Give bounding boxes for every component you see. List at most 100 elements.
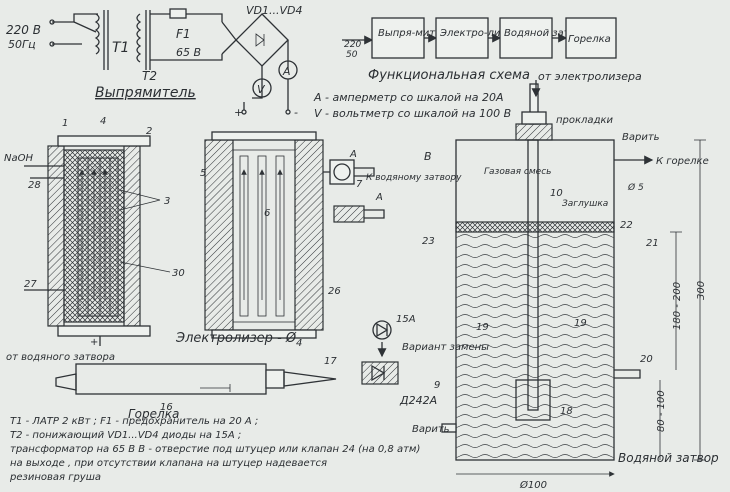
el-label-6: 6 — [264, 208, 270, 219]
rectifier-plus: + — [234, 106, 243, 119]
ws-label-23: 23 — [422, 236, 435, 247]
dim-180-200: 180 - 200 — [672, 282, 683, 330]
burner-nozzle — [283, 371, 337, 387]
functional-scheme: 220 50 Выпря-митель Электро-лизер Водяно… — [342, 17, 642, 83]
burner-title: Горелка — [128, 407, 179, 421]
legend-line-4: на выходе , при отсутствии клапана на шт… — [10, 458, 327, 469]
block-electrolyzer — [435, 17, 489, 59]
el-label-30: 30 — [172, 268, 185, 279]
burner-body — [75, 363, 267, 395]
naoh-label: NaOH — [4, 153, 33, 164]
t2-winding — [136, 13, 142, 63]
ammeter-note: А - амперметр со шкалой на 20А — [313, 91, 504, 104]
electrolyzer-plus: + — [90, 337, 98, 348]
electrolyzer-front-flange-right — [294, 139, 324, 331]
burner-from-seal: от водяного затвора — [6, 352, 115, 363]
weld-top-label: Варить — [622, 132, 660, 143]
replacement-diode: Д242А — [399, 394, 437, 407]
el-label-27: 27 — [24, 279, 37, 290]
label-b: В — [424, 150, 432, 163]
replacement-current: 15А — [396, 314, 416, 325]
ws-label-10: 10 — [550, 188, 563, 199]
el-label-26: 26 — [328, 286, 341, 297]
rectifier-input-freq: 50Гц — [8, 38, 36, 51]
block-water-seal — [499, 17, 553, 59]
gaskets-label: прокладки — [556, 115, 614, 126]
block-electrolyzer-label: Электро-лизер — [439, 28, 518, 39]
burner-label-16: 16 — [160, 402, 173, 413]
burner-drawing: от водяного затвора 16 17 Горелка — [6, 352, 337, 421]
ws-label-22: 22 — [620, 220, 633, 231]
view-a-label: А — [375, 192, 383, 203]
el-label-1: 1 — [62, 118, 68, 129]
to-burner-label: К горелке — [656, 156, 709, 167]
t1-label: T1 — [112, 40, 129, 56]
legend-line-5: резиновая груша — [9, 472, 101, 483]
voltmeter-note: V - вольтметр со шкалой на 100 В — [314, 107, 511, 120]
legend-line-2: T2 - понижающий VD1...VD4 диоды на 15А ; — [10, 430, 241, 441]
t2-label: T2 — [142, 69, 157, 83]
el-label-4b: 4 — [296, 338, 302, 349]
burner-label-17: 17 — [324, 356, 337, 367]
rectifier-title: Выпрямитель — [95, 85, 196, 101]
replacement-title: Вариант замены — [402, 342, 489, 353]
rectifier-circuit: 220 В 50Гц T1 T2 F1 65 В VD1...VD4 A V +… — [6, 4, 302, 119]
ammeter-letter: A — [282, 65, 291, 78]
electrolyzer-section-view: NaOH + 1 4 2 28 27 3 30 — [4, 116, 185, 348]
diode-bridge — [235, 13, 289, 67]
el-label-28: 28 — [28, 180, 41, 191]
rectifier-input-voltage: 220 В — [6, 23, 41, 37]
ws-label-20: 20 — [640, 354, 653, 365]
replacement-variant: 15А Вариант замены Д242А — [361, 314, 489, 407]
legend-line-1: T1 - ЛАТР 2 кВт ; F1 - предохранитель на… — [10, 416, 258, 427]
diode-bridge-label: VD1...VD4 — [246, 4, 302, 17]
dim-phi5: Ø 5 — [627, 182, 644, 193]
t1-winding-primary — [94, 13, 100, 55]
electrolyzer-title: Электролизер - Ø — [175, 331, 297, 346]
plug-label: Заглушка — [562, 199, 608, 209]
el-label-7: 7 — [356, 179, 363, 190]
fuse-f1 — [169, 8, 187, 19]
to-water-seal-label: К водяному затвору — [366, 173, 462, 183]
ws-label-19a: 19 — [476, 322, 489, 333]
electrolyzer-flange-right — [123, 145, 141, 327]
el-label-3: 3 — [164, 196, 170, 207]
water-seal-diffuser — [515, 379, 551, 421]
block-water-seal-label: Водяной затвор — [504, 28, 588, 39]
water-seal-title: Водяной затвор — [618, 451, 719, 465]
arrow-a-label: А — [349, 149, 357, 160]
legend: T1 - ЛАТР 2 кВт ; F1 - предохранитель на… — [9, 416, 420, 483]
functional-voltage: 220 — [344, 40, 361, 50]
water-seal-inlet-tube — [527, 139, 539, 411]
ws-label-19b: 19 — [574, 318, 587, 329]
electrolyzer-front-view: 5 6 26 4 А 7 К водяному затвору А Электр… — [175, 131, 462, 349]
functional-title: Функциональная схема — [368, 68, 530, 83]
dim-height: 300 — [696, 281, 707, 300]
voltmeter-symbol — [252, 78, 272, 98]
water-seal-top-fitting — [515, 123, 553, 141]
el-label-5: 5 — [200, 168, 206, 179]
electrolyzer-front-flange-left — [204, 139, 234, 331]
from-electrolyzer-label: от электролизера — [538, 70, 642, 83]
electrolyzer-flange-left — [47, 145, 65, 327]
el-label-2: 2 — [146, 126, 152, 137]
dim-80-100: 80 - 100 — [656, 390, 667, 432]
weld-bottom-label: Варить — [412, 424, 450, 435]
fuse-voltage: 65 В — [176, 46, 201, 59]
functional-freq: 50 — [346, 50, 358, 60]
ws-label-9: 9 — [434, 380, 440, 391]
gas-mix-label: Газовая смесь — [484, 167, 551, 177]
fuse-label: F1 — [176, 27, 191, 41]
ws-label-21: 21 — [646, 238, 659, 249]
ws-label-18: 18 — [560, 406, 573, 417]
block-rectifier-label: Выпря-митель — [378, 28, 454, 39]
water-seal-partition — [455, 221, 615, 233]
el-label-4: 4 — [100, 116, 106, 127]
dim-diameter: Ø100 — [519, 479, 547, 491]
water-seal-drawing: прокладки Варить Газовая смесь К горелке… — [412, 80, 719, 491]
rectifier-minus: - — [294, 106, 298, 119]
block-burner-label: Горелка — [568, 34, 611, 45]
voltmeter-letter: V — [257, 83, 266, 96]
